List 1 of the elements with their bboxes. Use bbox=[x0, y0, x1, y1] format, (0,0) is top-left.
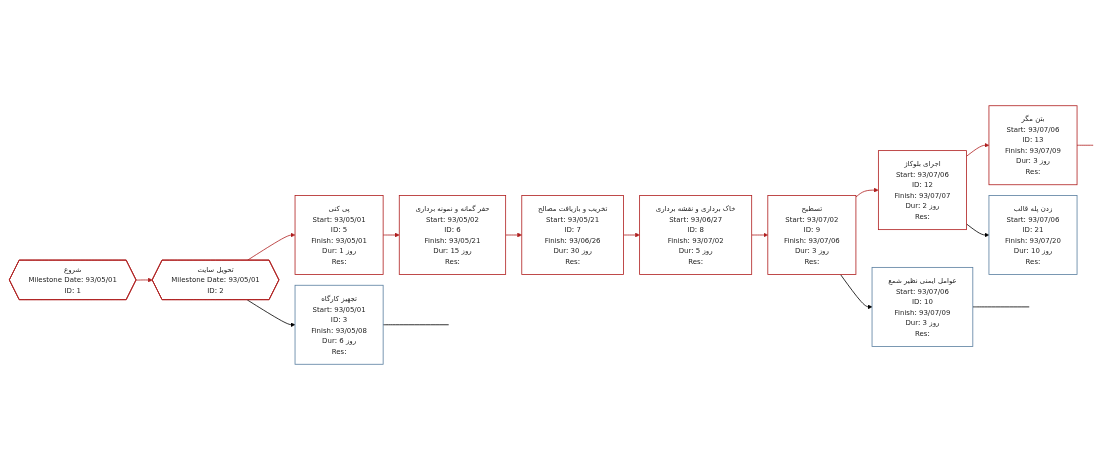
connector bbox=[1076, 144, 1094, 146]
